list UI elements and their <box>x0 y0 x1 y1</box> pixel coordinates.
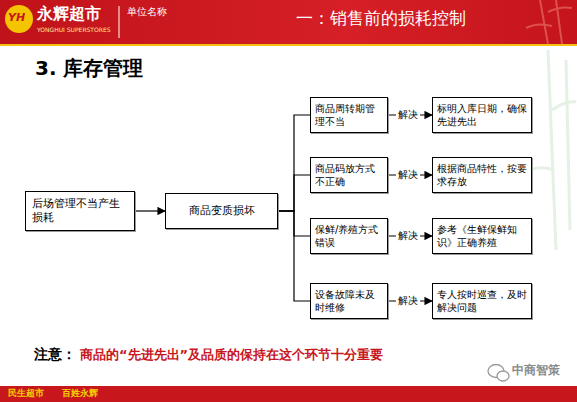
note-text: 商品的“先进先出”及品质的保持在这个环节十分重要 <box>80 348 383 363</box>
solution-box: 标明入库日期，确保先进先出 <box>432 97 532 133</box>
slide-title: 3. 库存管理 <box>35 55 143 82</box>
footer-slogan: 百姓永辉 <box>62 388 98 398</box>
cause-box: 后场管理不当产生损耗 <box>25 191 135 232</box>
footer-slogan: 民生超市 <box>8 388 44 398</box>
solution-box: 参考《生鲜保鲜知识》正确养殖 <box>432 218 532 254</box>
box-text: 后场管理不当产生损耗 <box>32 197 128 226</box>
box-text: 专人按时巡查，及时解决问题 <box>437 288 527 314</box>
unit-name: 单位名称 <box>127 6 167 18</box>
connector <box>135 210 165 211</box>
logo-circle <box>5 5 33 33</box>
box-text: 参考《生鲜保鲜知识》正确养殖 <box>437 223 527 249</box>
cause-box: 商品周转期管理不当 <box>310 97 388 133</box>
connector <box>278 175 310 211</box>
logo-name: 永辉超市 <box>37 5 101 23</box>
problem-box: 商品变质损坏 <box>165 193 278 229</box>
cause-box: 保鲜/养殖方式错误 <box>310 218 388 254</box>
header-separator <box>119 6 120 38</box>
logo-subtitle: YONGHUI SUPERSTORES <box>37 27 111 34</box>
solution-box: 专人按时巡查，及时解决问题 <box>432 283 532 319</box>
section-heading: 一：销售前的损耗控制 <box>296 9 466 29</box>
note-prefix: 注意： <box>34 346 76 362</box>
box-text: 商品变质损坏 <box>172 204 271 218</box>
box-text: 商品周转期管理不当 <box>315 102 383 128</box>
box-text: 根据商品特性，按要求存放 <box>437 162 527 188</box>
footer-band <box>0 386 577 402</box>
connector <box>278 115 310 211</box>
box-text: 商品码放方式不正确 <box>315 162 383 188</box>
wechat-icon <box>488 365 509 382</box>
header-band <box>0 0 577 44</box>
box-text: 设备故障未及时维修 <box>315 288 383 314</box>
box-text: 标明入库日期，确保先进先出 <box>437 102 527 128</box>
connector-label: 解决 <box>396 295 420 307</box>
cause-box: 商品码放方式不正确 <box>310 157 388 193</box>
solution-box: 根据商品特性，按要求存放 <box>432 157 532 193</box>
bamboo-decoration <box>526 0 572 44</box>
connector <box>278 211 310 301</box>
watermark: 中商智策 <box>512 364 560 378</box>
box-text: 保鲜/养殖方式错误 <box>315 223 383 249</box>
header-rule <box>0 44 577 46</box>
connector-label: 解决 <box>396 169 420 181</box>
connector-label: 解决 <box>396 109 420 121</box>
connector-label: 解决 <box>396 230 420 242</box>
logo-mark: YH <box>8 12 25 25</box>
cause-box: 设备故障未及时维修 <box>310 283 388 319</box>
